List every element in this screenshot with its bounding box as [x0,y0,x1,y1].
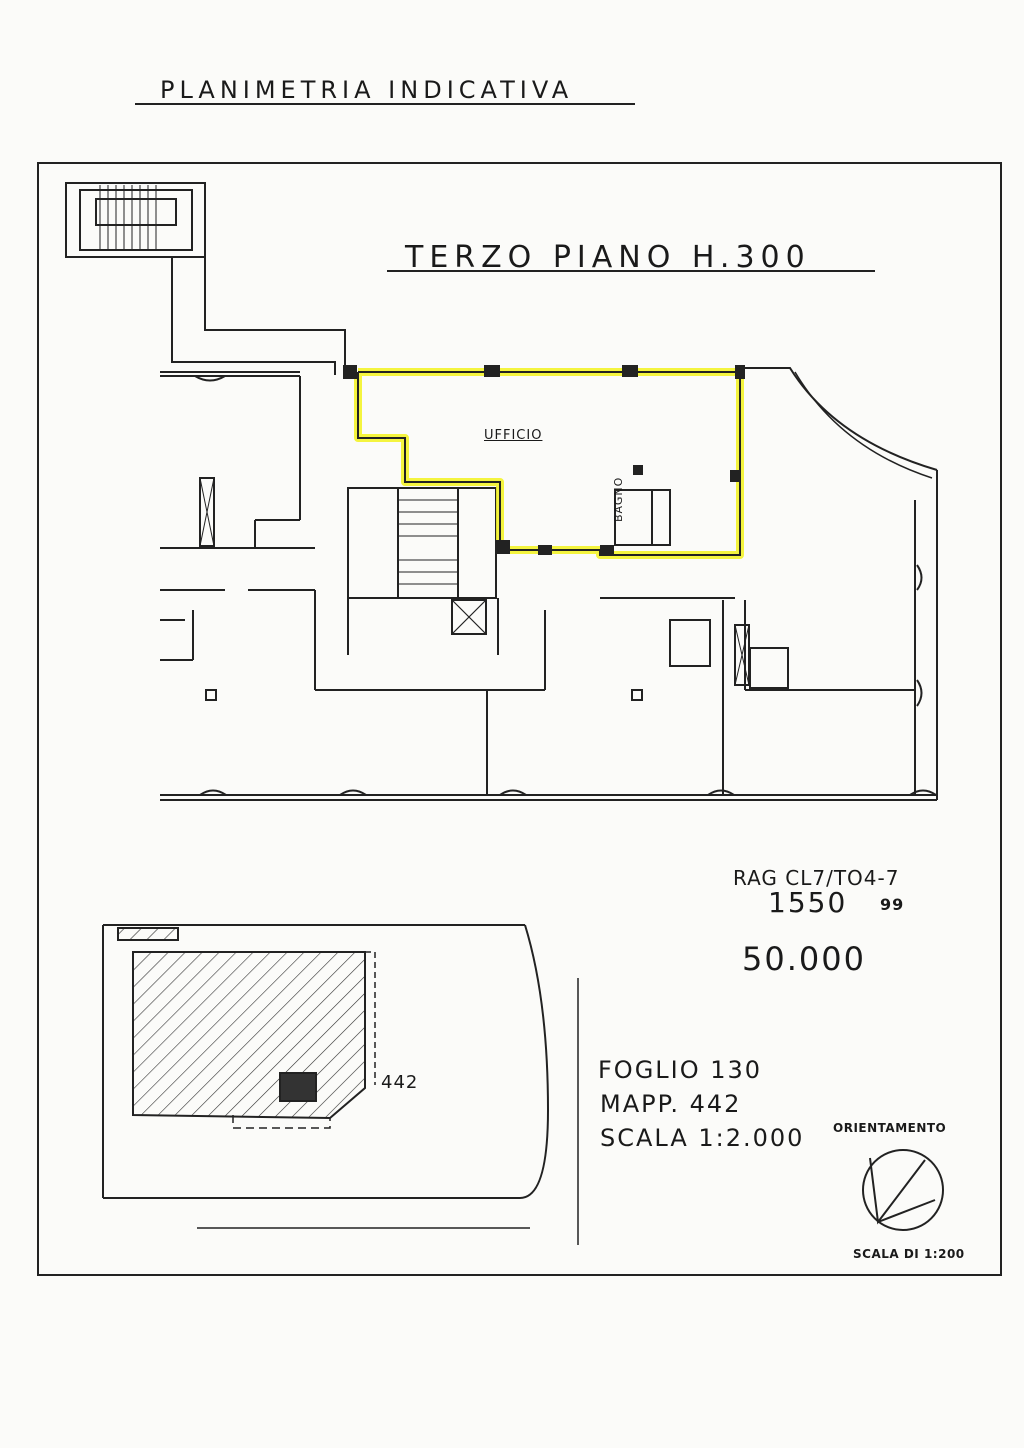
office-unit-highlight [354,368,744,559]
room-label-office: UFFICIO [484,428,543,443]
right-service-rooms [669,619,789,689]
parcel-number: 442 [381,1072,419,1093]
price-value: 50.000 [742,940,866,978]
stair-tower [65,182,206,258]
reference-number: 1550 [768,886,848,919]
building-walls [160,367,938,801]
cadastral-foglio: FOGLIO 130 [598,1056,763,1084]
columns [205,465,643,701]
north-arrow-icon [862,1149,944,1231]
title-underline [135,103,635,105]
site-plan [102,924,579,1245]
floor-title-underline [387,270,875,272]
cadastral-scale: SCALA 1:2.000 [600,1124,805,1152]
south-pilasters [194,375,937,796]
corridor-walls [171,257,346,375]
room-label-bathroom: BAGNO [612,476,625,522]
orientation-label: ORIENTAMENTO [833,1121,947,1135]
reference-code: RAG CL7/TO4-7 [733,866,900,890]
drawing-scale-label: SCALA DI 1:200 [853,1247,965,1261]
floor-title: TERZO PIANO H.300 [405,240,811,275]
reference-year: 99 [880,895,905,914]
bathroom [614,489,671,546]
pilasters [343,365,745,555]
page-title: PLANIMETRIA INDICATIVA [160,76,574,104]
left-service-rooms [160,477,215,661]
sheet-frame [37,162,1002,1276]
cadastral-mappale: MAPP. 442 [600,1090,742,1118]
stair-core [347,487,499,655]
